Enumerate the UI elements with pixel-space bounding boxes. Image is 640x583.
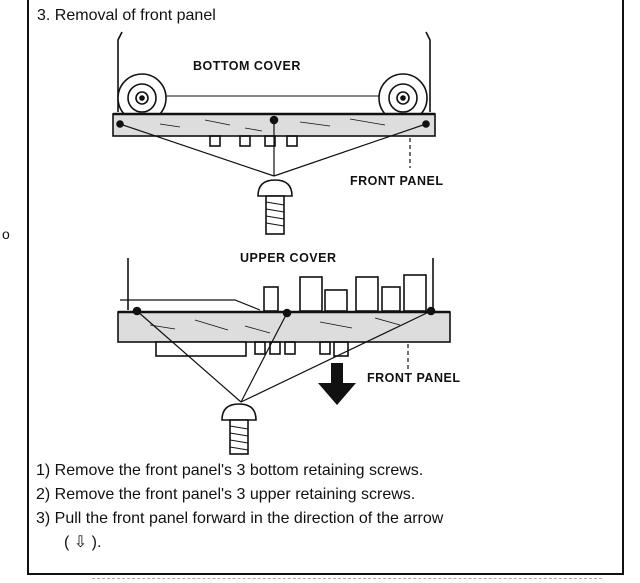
- down-arrow-icon: [318, 363, 356, 405]
- step-2: 2) Remove the front panel's 3 upper reta…: [36, 486, 416, 503]
- bottom-cover-figure: [112, 31, 436, 177]
- margin-mark: o: [2, 226, 10, 242]
- label-front-panel-bottom: FRONT PANEL: [367, 371, 460, 385]
- step-1: 1) Remove the front panel's 3 bottom ret…: [36, 462, 424, 479]
- removal-diagram: BOTTOM COVER FRONT PANEL: [112, 31, 460, 455]
- label-bottom-cover: BOTTOM COVER: [193, 59, 301, 73]
- section-title: 3. Removal of front panel: [37, 7, 216, 24]
- page-frame: [27, 0, 624, 575]
- label-front-panel-top: FRONT PANEL: [350, 174, 443, 188]
- step-3-continuation: ( ⇩ ).: [64, 534, 102, 551]
- screw-icon: [257, 179, 293, 235]
- step-3: 3) Pull the front panel forward in the d…: [36, 510, 444, 527]
- step-list: 1) Remove the front panel's 3 bottom ret…: [36, 459, 616, 555]
- page-edge-rule: [92, 578, 602, 579]
- upper-cover-figure: [117, 258, 451, 403]
- label-upper-cover: UPPER COVER: [240, 251, 337, 265]
- screw-icon: [221, 403, 257, 455]
